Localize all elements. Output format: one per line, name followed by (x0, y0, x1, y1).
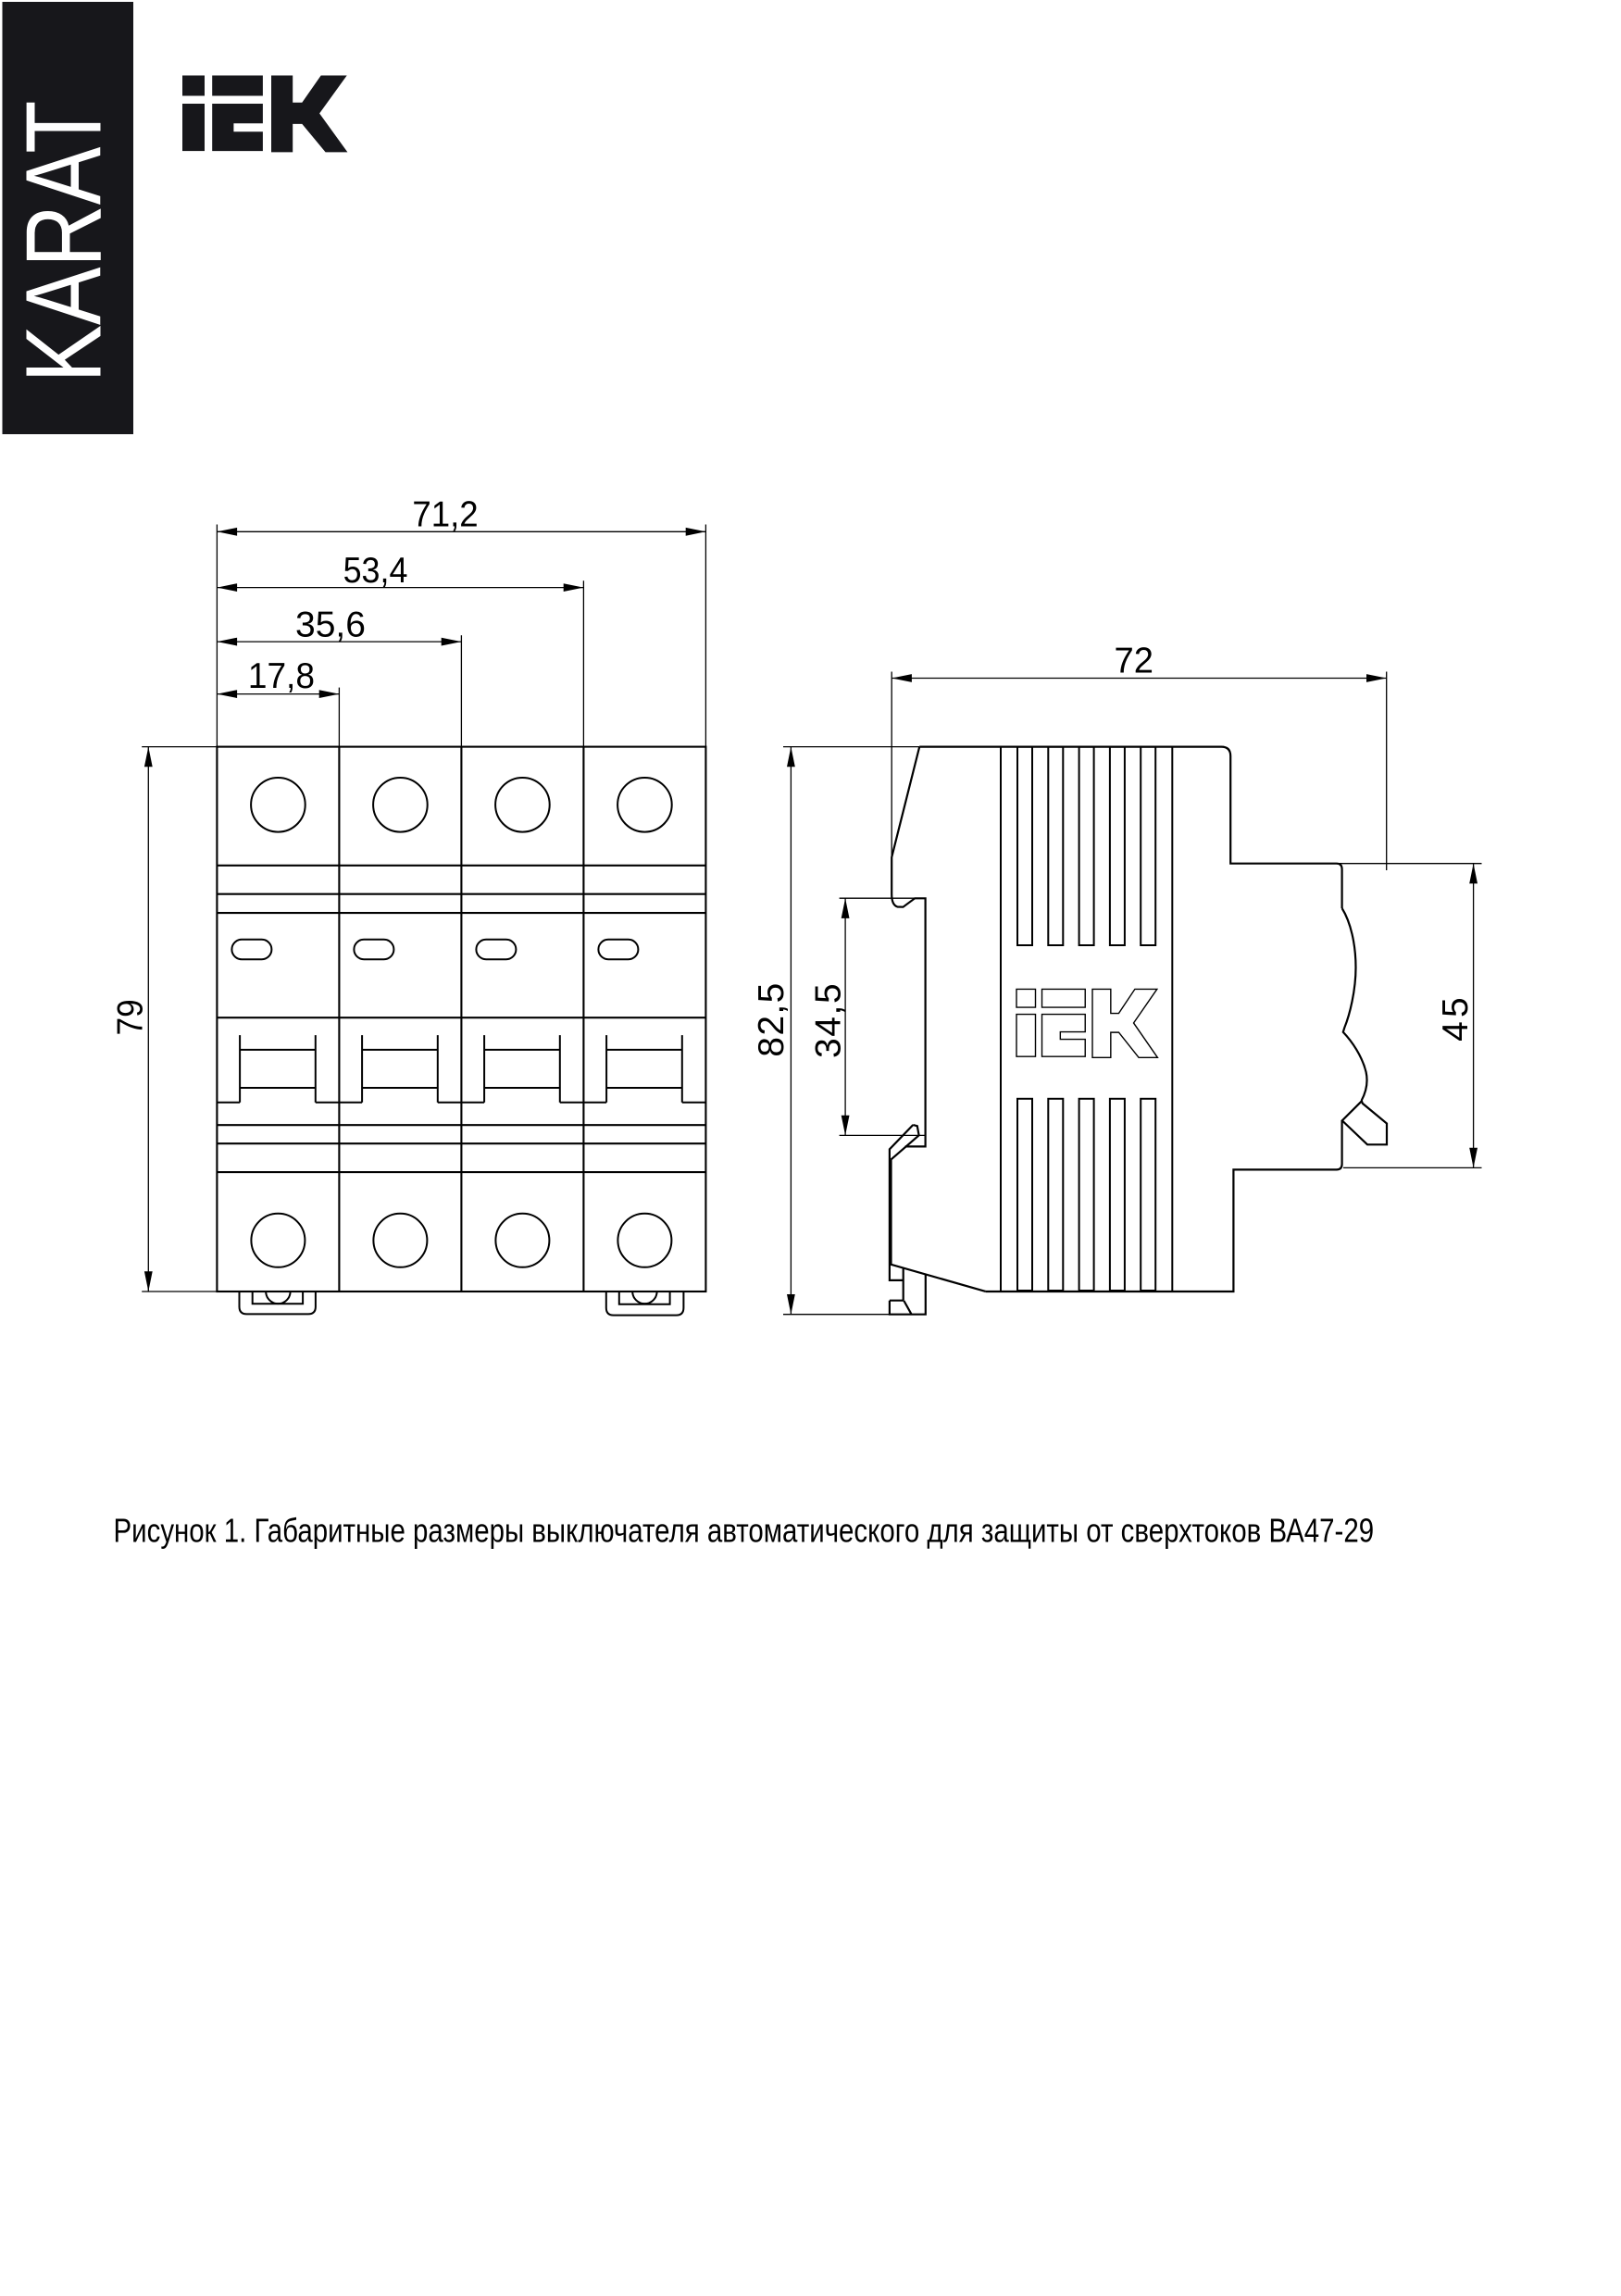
svg-text:Рисунок 1. Габаритные размеры: Рисунок 1. Габаритные размеры выключател… (114, 1513, 1375, 1551)
svg-text:79: 79 (109, 999, 150, 1035)
svg-text:72: 72 (1115, 641, 1154, 680)
svg-text:KARAT: KARAT (5, 101, 124, 383)
svg-text:45: 45 (1436, 993, 1476, 1042)
svg-text:17,8: 17,8 (248, 656, 315, 696)
svg-text:71,2: 71,2 (412, 495, 478, 535)
svg-text:35,6: 35,6 (295, 605, 366, 644)
svg-text:34,5: 34,5 (808, 982, 848, 1058)
svg-text:53,4: 53,4 (343, 550, 408, 591)
svg-text:82,5: 82,5 (752, 981, 792, 1057)
